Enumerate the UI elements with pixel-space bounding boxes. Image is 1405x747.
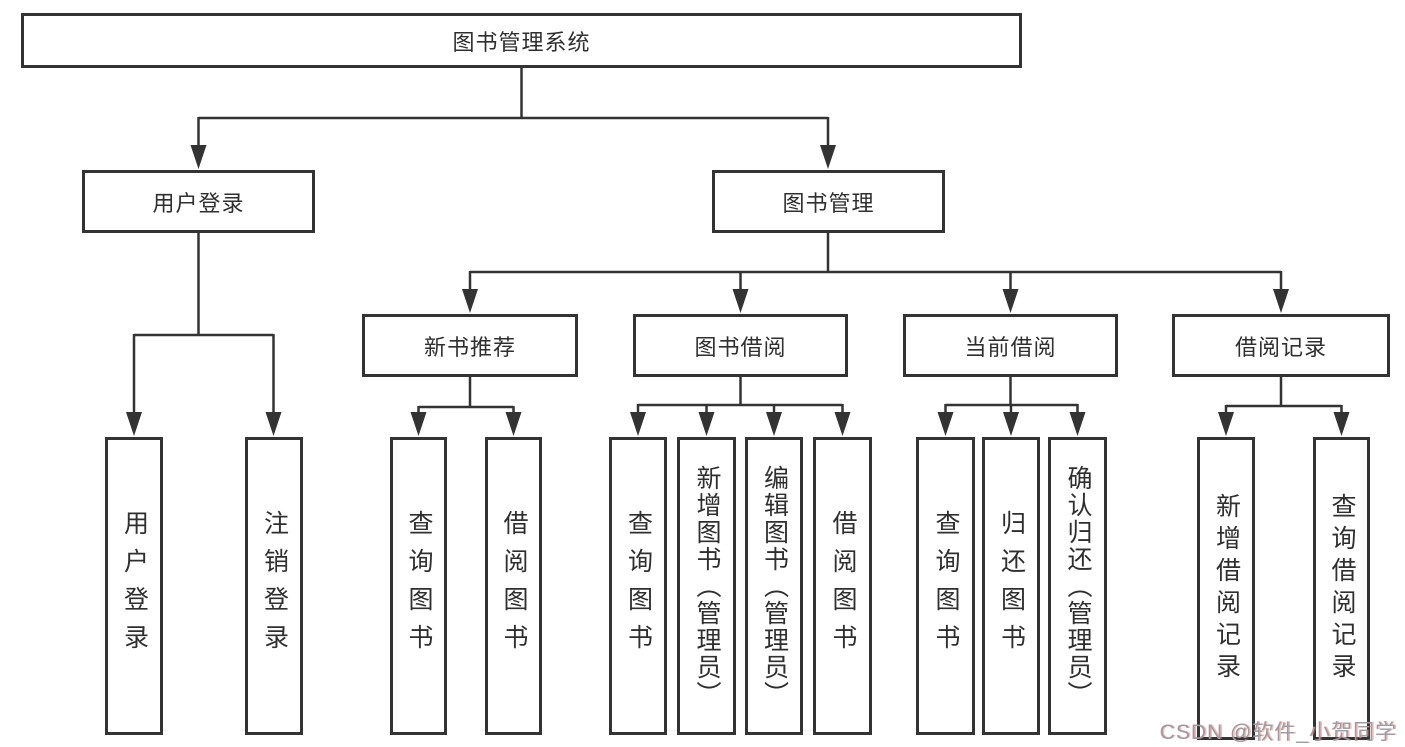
leaf-query-borrow-record: 查询借阅记录 [1313,437,1370,740]
leaf-borrow-books-recommend-label: 借阅图书 [500,510,528,662]
leaf-add-books-admin-label: 新增图书（管理员） [693,464,721,708]
node-current-borrowing: 当前借阅 [903,314,1118,377]
leaf-borrow-books-recommend: 借阅图书 [485,437,542,735]
node-borrow-records-label: 借阅记录 [1234,334,1327,360]
leaf-return-books-label: 归还图书 [997,510,1026,662]
node-new-book-recommend-label: 新书推荐 [423,334,516,360]
leaf-confirm-return-admin: 确认归还（管理员） [1048,437,1107,735]
leaf-return-books: 归还图书 [982,437,1040,735]
leaf-add-borrow-record-label: 新增借阅记录 [1212,492,1241,685]
leaf-query-books-recommend: 查询图书 [390,437,447,735]
node-library-system-label: 图书管理系统 [452,29,591,55]
node-borrow-records: 借阅记录 [1172,314,1390,377]
node-book-borrowing-label: 图书借阅 [694,334,787,360]
leaf-logout-label: 注销登录 [260,510,289,662]
leaf-add-borrow-record: 新增借阅记录 [1197,437,1255,740]
node-new-book-recommend: 新书推荐 [362,314,578,377]
connector-root-to-level2 [197,66,830,152]
leaf-user-login-label: 用户登录 [120,510,149,662]
connector-current-borrow-to-leaves [944,377,1079,418]
node-user-login-label: 用户登录 [152,190,245,216]
node-current-borrowing-label: 当前借阅 [964,334,1057,360]
connector-book-borrow-to-leaves [636,377,844,418]
leaf-query-books-borrow-label: 查询图书 [624,510,653,662]
arrowheads [126,145,1350,436]
leaf-confirm-return-admin-label: 确认归还（管理员） [1064,464,1092,708]
leaf-borrow-books-label: 借阅图书 [829,510,857,662]
leaf-query-borrow-record-label: 查询借阅记录 [1328,492,1356,685]
leaf-edit-books-admin-label: 编辑图书（管理员） [760,464,789,708]
node-book-management-label: 图书管理 [782,190,875,216]
node-library-system: 图书管理系统 [21,13,1022,68]
connector-borrow-records-to-leaves [1224,377,1343,418]
leaf-query-books-recommend-label: 查询图书 [405,510,433,662]
connector-user-login-to-leaves [132,233,275,418]
csdn-watermark: CSDN @软件_小贺同学 [1159,721,1397,744]
node-user-login: 用户登录 [82,170,315,233]
leaf-logout: 注销登录 [245,437,303,735]
leaf-query-books-current-label: 查询图书 [932,510,960,662]
connector-book-mgmt-to-level3 [468,233,1283,296]
leaf-borrow-books: 借阅图书 [813,437,872,735]
leaf-user-login: 用户登录 [105,437,163,735]
leaf-add-books-admin: 新增图书（管理员） [677,437,736,735]
node-book-borrowing: 图书借阅 [633,314,848,377]
node-book-management: 图书管理 [712,170,945,233]
leaf-query-books-borrow: 查询图书 [609,437,667,735]
connector-new-book-to-leaves [417,377,515,418]
leaf-query-books-current: 查询图书 [916,437,975,735]
leaf-edit-books-admin: 编辑图书（管理员） [745,437,803,735]
